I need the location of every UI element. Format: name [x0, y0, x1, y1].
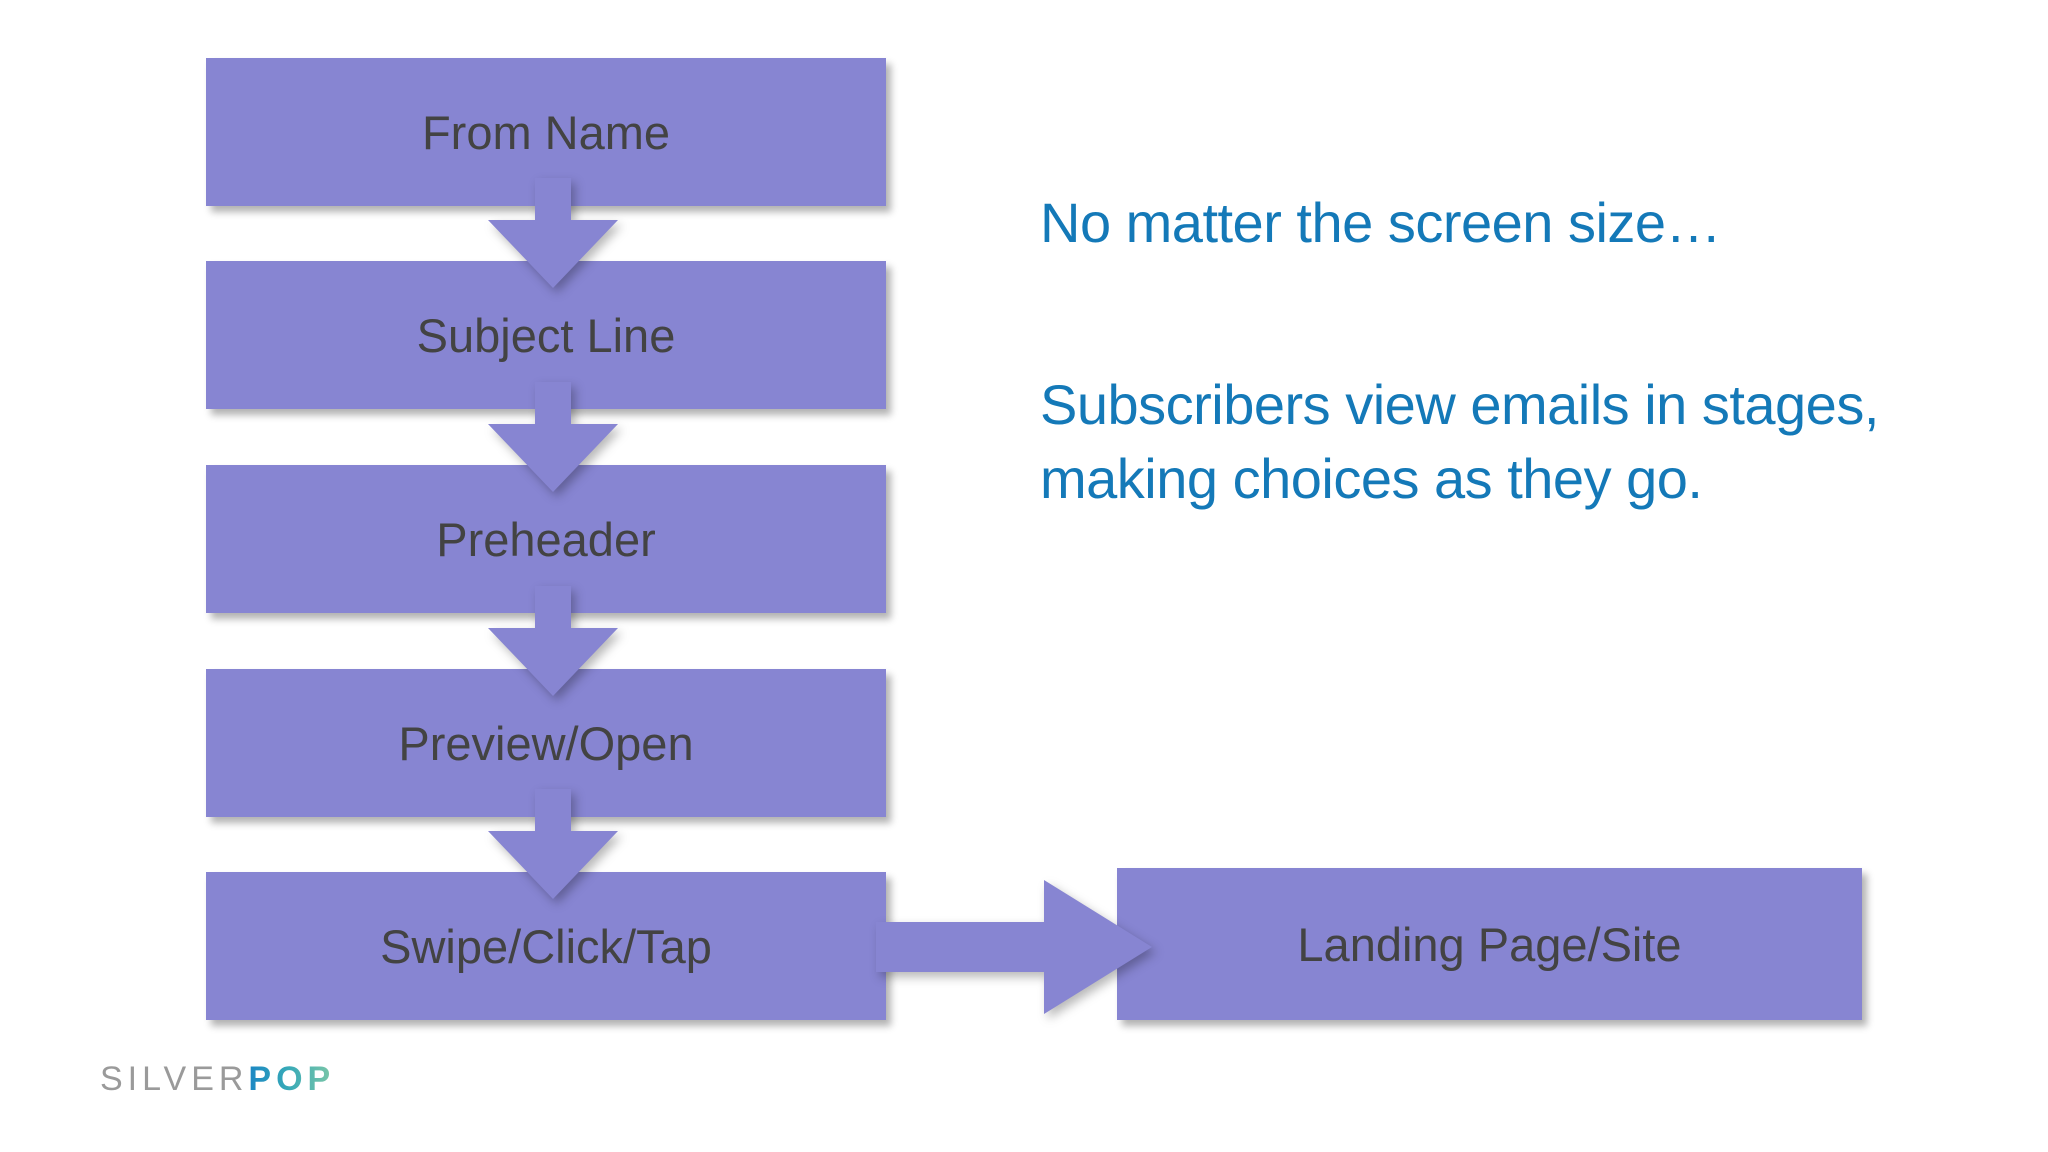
logo-text-pop: POP: [248, 1060, 336, 1098]
flow-box-label: Subject Line: [416, 308, 676, 362]
arrow-right-icon: [876, 872, 1152, 1022]
arrow-down-icon: [488, 586, 618, 696]
logo-text-silver: SILVER: [100, 1060, 249, 1098]
flow-box-preview-open[interactable]: Preview/Open: [206, 669, 886, 817]
arrow-down-icon: [488, 178, 618, 288]
copy-paragraph-2: Subscribers view emails in stages, makin…: [1040, 372, 1879, 510]
arrow-down-icon: [488, 382, 618, 492]
copy-spacer: [1040, 276, 1880, 368]
flow-box-label: Preview/Open: [398, 716, 694, 770]
arrow-down-icon: [488, 789, 618, 899]
flow-box-landing-page-site[interactable]: Landing Page/Site: [1117, 868, 1862, 1020]
silverpop-logo: SILVER POP: [100, 1060, 335, 1099]
flow-box-label: Landing Page/Site: [1297, 917, 1682, 971]
flow-box-swipe-click-tap[interactable]: Swipe/Click/Tap: [206, 872, 886, 1020]
flow-box-label: Preheader: [436, 512, 656, 566]
copy-paragraph-1: No matter the screen size…: [1040, 191, 1722, 254]
flow-box-label: Swipe/Click/Tap: [380, 919, 712, 973]
explanatory-copy: No matter the screen size… Subscribers v…: [1040, 186, 1880, 516]
flow-box-label: From Name: [421, 105, 671, 159]
